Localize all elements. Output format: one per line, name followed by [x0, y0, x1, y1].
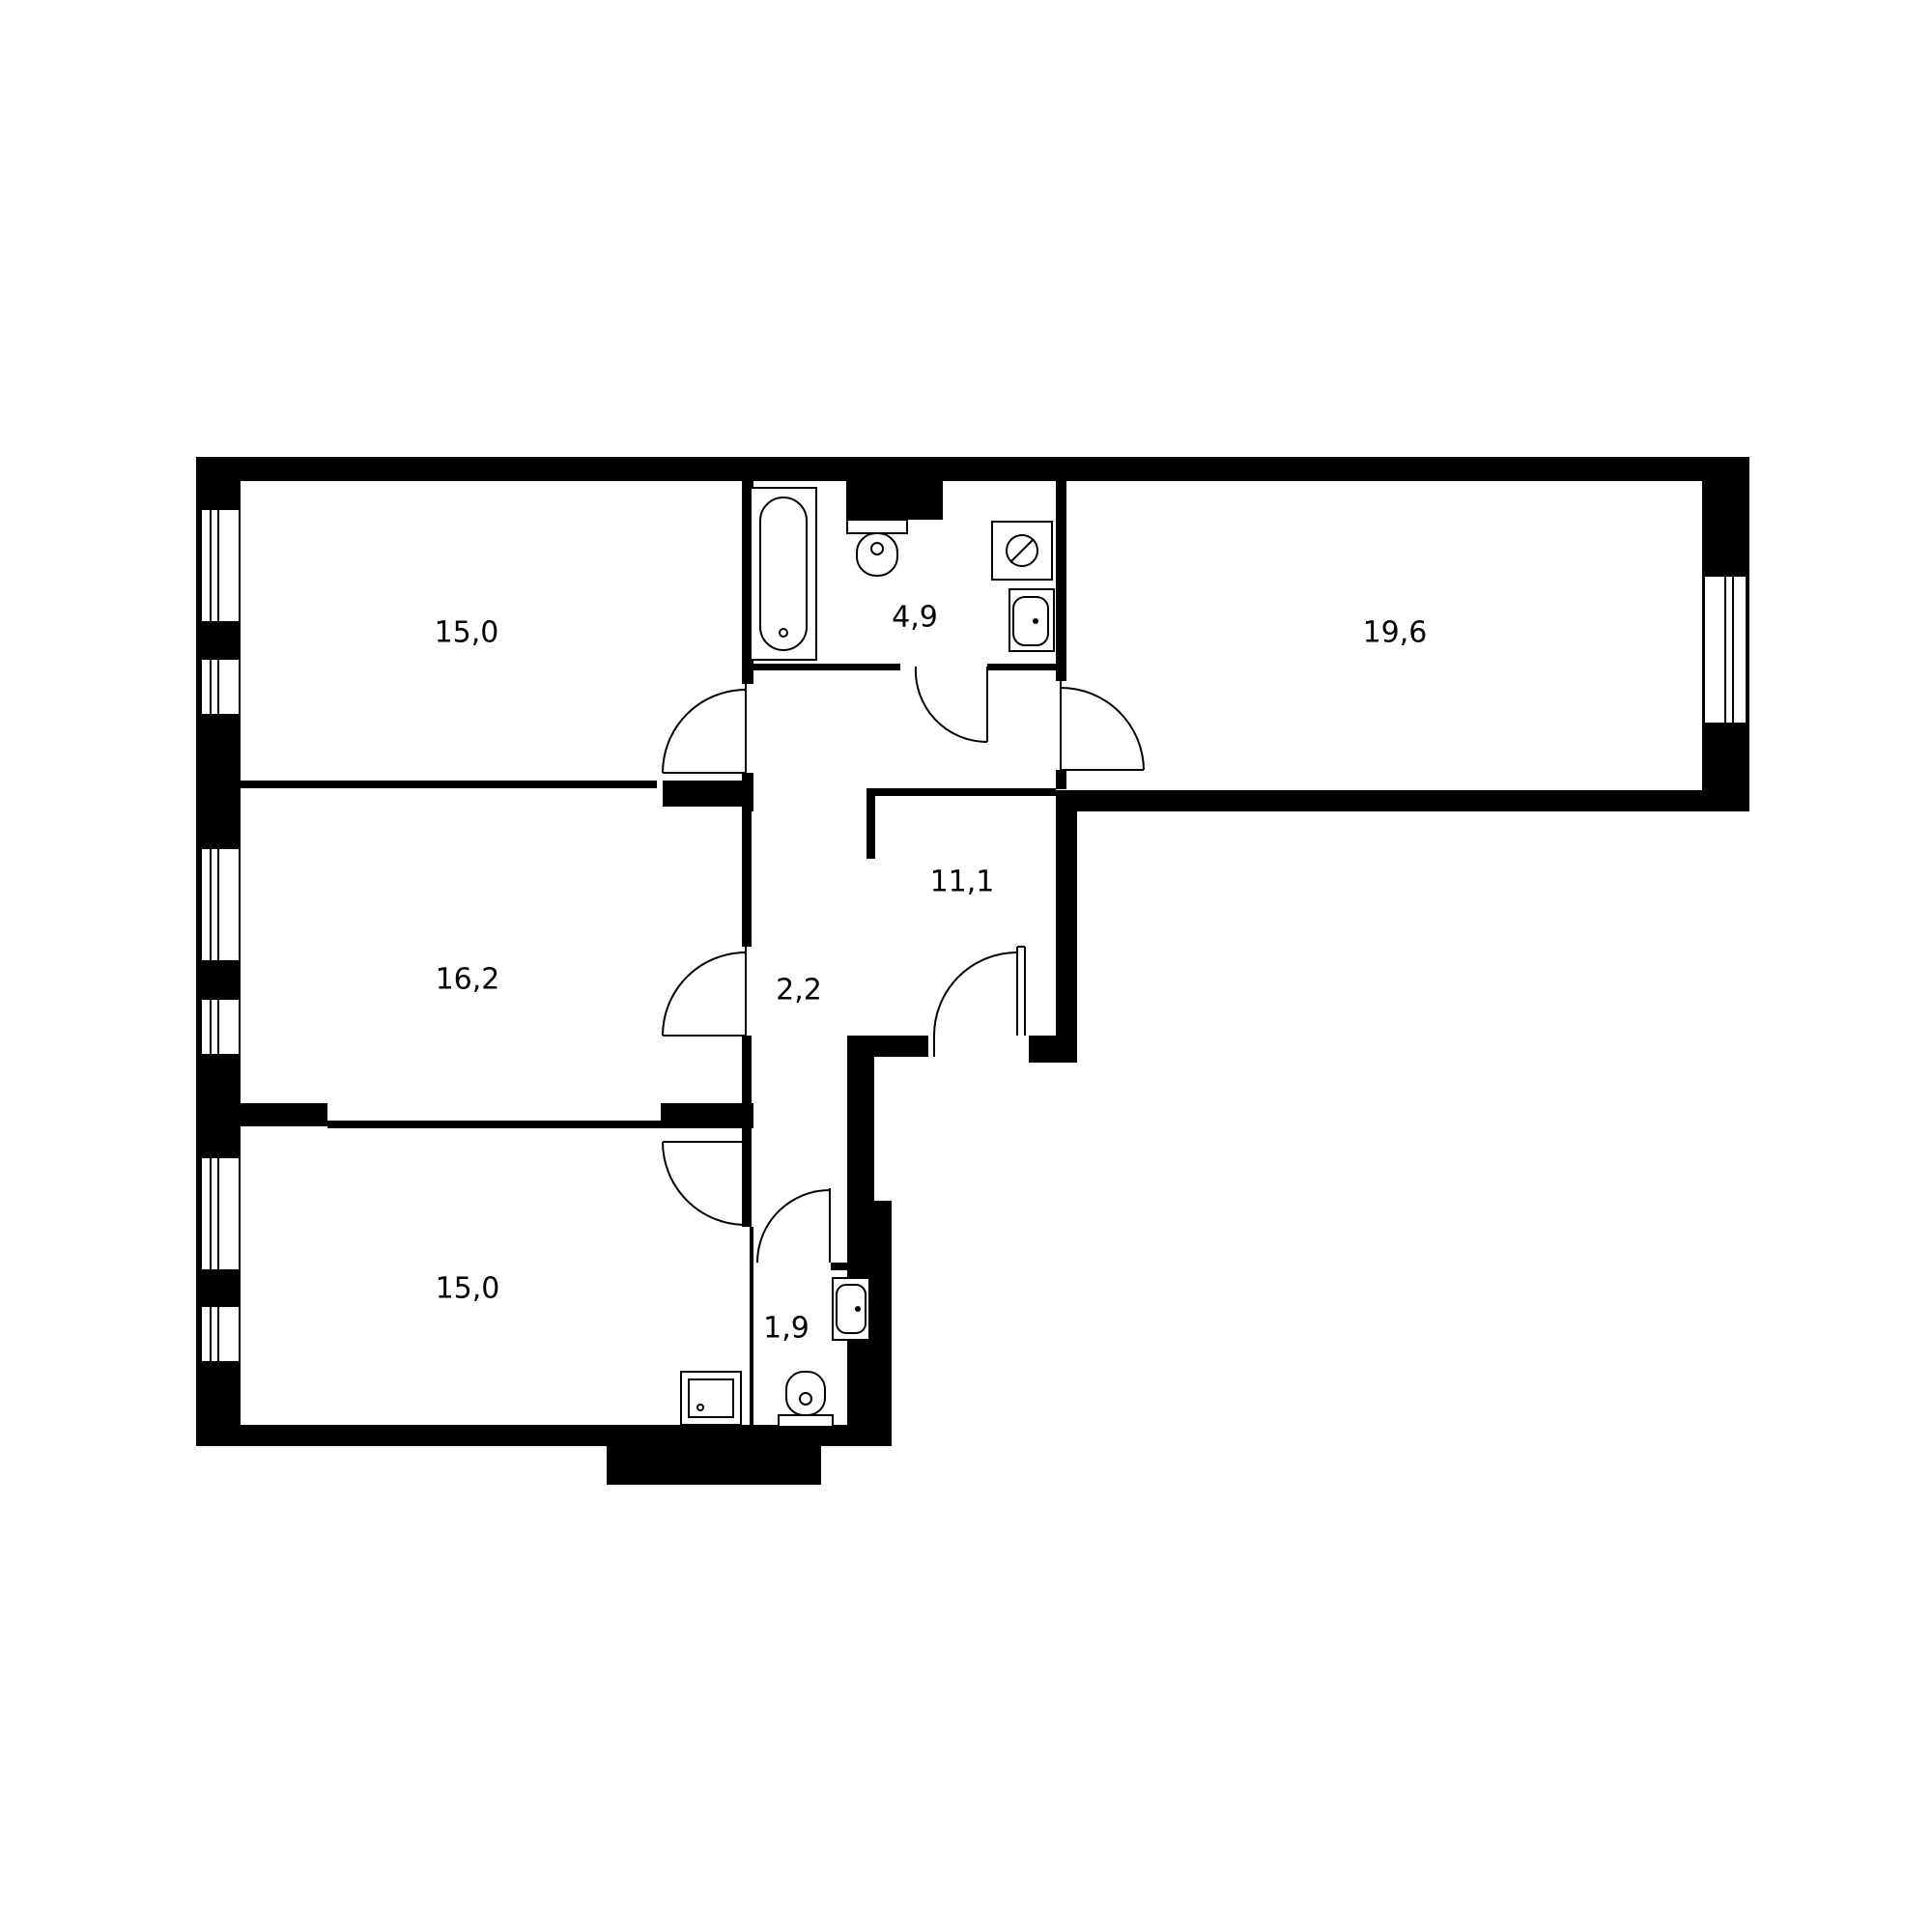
- window-bedroom-1-b: [200, 658, 241, 716]
- window-living-room: [1703, 575, 1747, 724]
- room-label-bathroom: 4,9: [892, 601, 938, 635]
- room-label-bedroom-2: 16,2: [436, 963, 500, 997]
- door-kitchen: [933, 946, 1026, 1057]
- bathtub-icon: [750, 487, 817, 661]
- door-bedroom-1: [662, 684, 747, 774]
- room-label-toilet: 1,9: [763, 1312, 810, 1346]
- window-bedroom-2-b: [200, 998, 241, 1056]
- door-toilet: [756, 1188, 831, 1264]
- room-labels: 15,0 4,9 19,6 11,1 16,2 2,2 15,0 1,9: [435, 601, 1428, 1346]
- door-bedroom-2: [662, 947, 747, 1037]
- shower-tray-icon: [680, 1371, 742, 1426]
- window-bedroom-1-a: [200, 508, 241, 623]
- door-bedroom-3: [662, 1141, 747, 1226]
- washing-machine-icon: [991, 521, 1053, 581]
- door-living-room: [1060, 681, 1145, 771]
- windows: [200, 508, 1747, 1363]
- room-label-living-room: 19,6: [1363, 616, 1428, 650]
- sink-icon: [832, 1277, 870, 1341]
- room-label-bedroom-1: 15,0: [435, 616, 499, 650]
- room-label-bedroom-3: 15,0: [436, 1272, 500, 1306]
- window-bedroom-2-a: [200, 847, 241, 962]
- window-bedroom-3-b: [200, 1305, 241, 1363]
- room-label-kitchen: 11,1: [930, 866, 995, 899]
- toilet-icon: [846, 519, 908, 577]
- window-bedroom-3-a: [200, 1156, 241, 1271]
- sink-icon: [1009, 588, 1055, 652]
- door-bathroom: [914, 666, 988, 744]
- room-label-corridor: 2,2: [776, 974, 822, 1008]
- toilet-icon: [778, 1371, 834, 1428]
- interior-walls: [241, 481, 1066, 1425]
- doors: [662, 666, 1145, 1264]
- outer-walls: [196, 457, 1749, 1485]
